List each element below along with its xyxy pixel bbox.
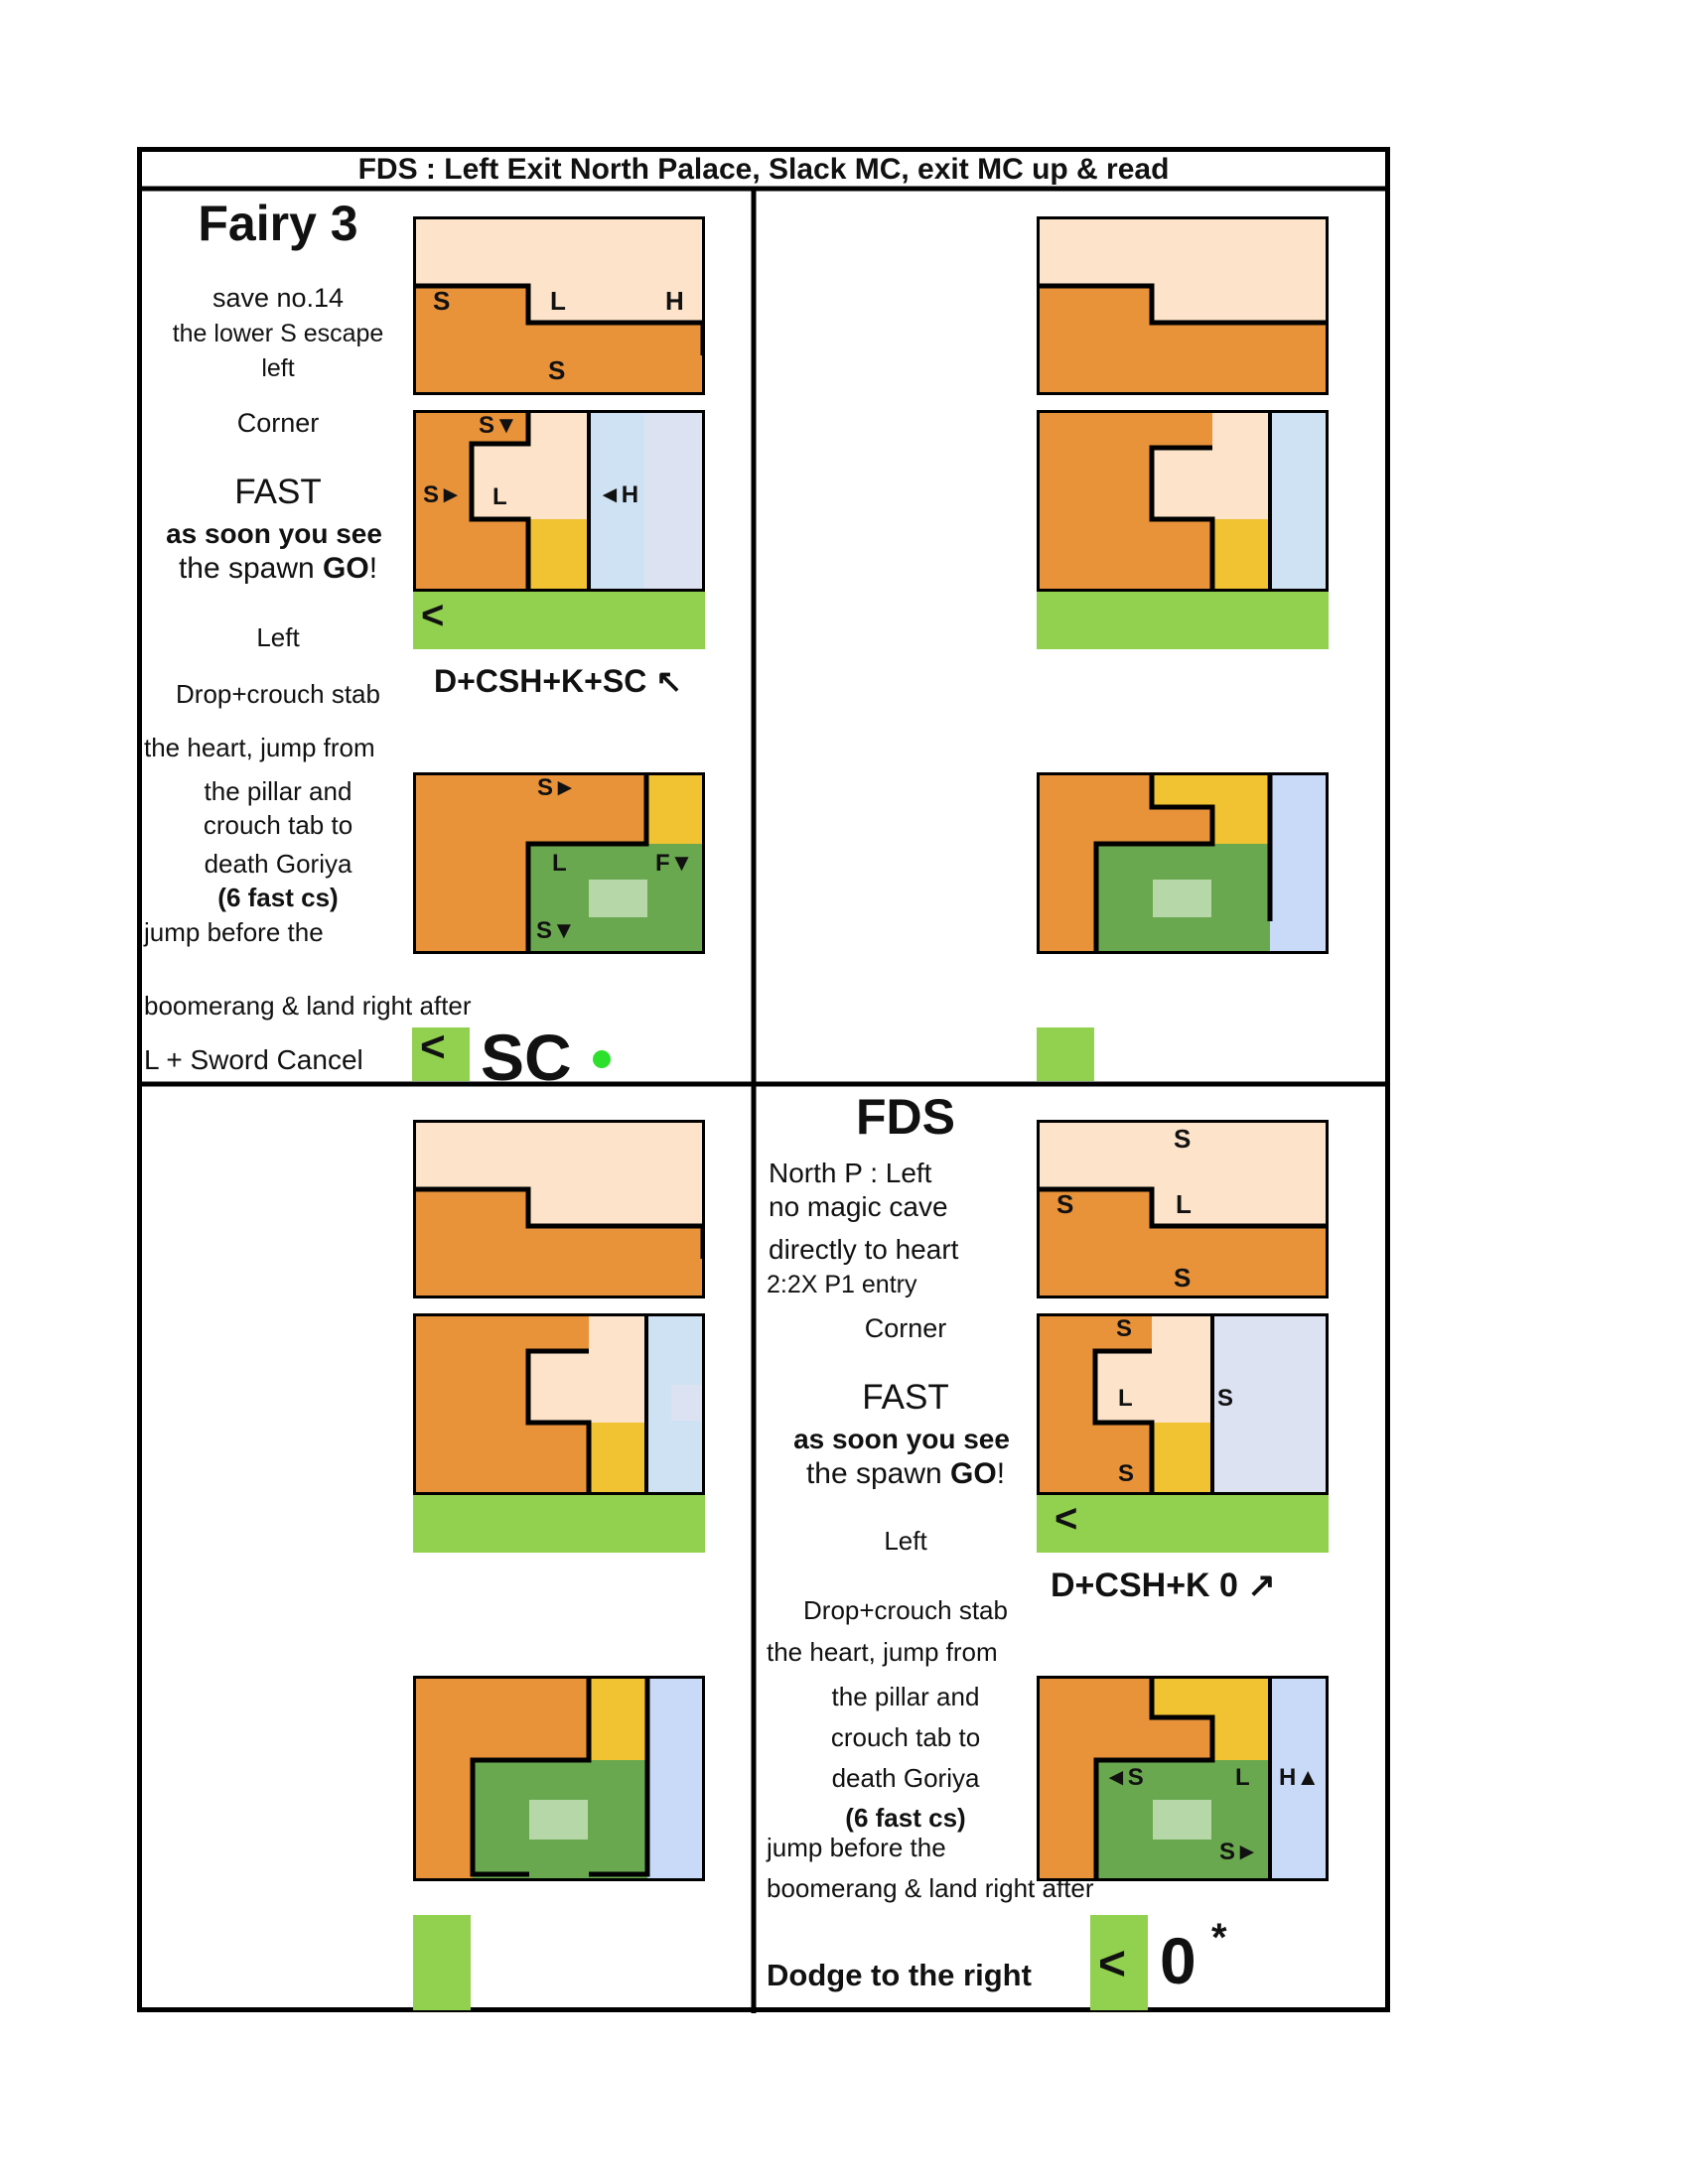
fairy-marker: F▼: [655, 850, 694, 877]
room-map: [413, 1120, 705, 1298]
link-marker: L: [492, 483, 507, 510]
spawn-marker: S: [433, 286, 451, 316]
step-line: the pillar and: [831, 1682, 980, 1711]
spawn-marker: S►: [537, 774, 577, 801]
direction-cell: [413, 1915, 471, 2010]
instruction-line: as soon you see: [166, 518, 382, 549]
spawn-marker: S: [1118, 1460, 1135, 1487]
heart-marker: H▲: [1279, 1764, 1321, 1791]
spawn-marker: S: [1174, 1124, 1192, 1154]
heart-marker: H: [665, 286, 684, 316]
direction-label: Left: [256, 622, 300, 652]
link-marker: L: [550, 286, 566, 316]
status-dot: [593, 1050, 611, 1068]
spawn-text: the spawn: [178, 552, 315, 585]
direction-cell: <: [1090, 1915, 1148, 2010]
bang-text: !: [996, 1457, 1006, 1490]
spawn-marker: S▼: [536, 917, 576, 944]
route-line: directly to heart: [769, 1234, 959, 1265]
spawn-marker: S: [1056, 1189, 1074, 1219]
spawn-marker: S►: [1219, 1839, 1259, 1865]
room-map: S L S S: [1037, 1313, 1329, 1495]
direction-label: Left: [884, 1526, 927, 1556]
spawn-marker: S: [1217, 1385, 1234, 1412]
room-map: S L H S: [413, 216, 705, 395]
spawn-marker: S: [1116, 1315, 1133, 1342]
instruction-line: the spawn GO!: [179, 554, 377, 584]
note-line: left: [261, 354, 295, 382]
room-map: [1037, 410, 1329, 592]
step-line: the heart, jump from: [767, 1637, 998, 1667]
go-text: GO: [323, 552, 369, 585]
fast-label: FAST: [234, 473, 322, 511]
star-marker: *: [1211, 1916, 1227, 1960]
room-map: [413, 1313, 705, 1495]
bang-text: !: [368, 552, 378, 585]
step-line: jump before the: [767, 1833, 946, 1862]
spawn-marker: S▼: [479, 412, 518, 439]
room-map: S S L S: [1037, 1120, 1329, 1298]
step-line: Drop+crouch stab: [176, 679, 380, 709]
save-label: save no.14: [211, 283, 345, 313]
left-arrow: <: [1098, 1938, 1127, 1990]
room-map: ◄S L H▲ S►: [1037, 1676, 1329, 1881]
step-line: death Goriya: [831, 1763, 980, 1793]
route-line: no magic cave: [769, 1191, 948, 1222]
page-title: FDS : Left Exit North Palace, Slack MC, …: [357, 153, 1170, 186]
section-title: FDS: [856, 1089, 955, 1145]
spawn-text: the spawn: [805, 1457, 942, 1490]
grid-frame: [137, 147, 1390, 2013]
section-title: Fairy 3: [198, 196, 358, 251]
spawn-marker: S►: [423, 481, 463, 508]
direction-cell: [1037, 1027, 1094, 1081]
link-marker: L: [1235, 1764, 1250, 1791]
step-line: jump before the: [144, 917, 324, 947]
step-line: crouch tab to: [203, 810, 353, 840]
step-line: Drop+crouch stab: [803, 1595, 1008, 1625]
direction-grid: [1037, 592, 1329, 649]
heart-marker: ◄H: [598, 481, 639, 508]
link-marker: L: [552, 850, 567, 877]
corner-label: Corner: [236, 408, 320, 438]
input-combo: D+CSH+K+SC ↖: [434, 663, 682, 699]
step-line: the pillar and: [204, 776, 352, 806]
instruction-line: as soon you see: [793, 1424, 1010, 1454]
room-map: S► L F▼ S▼: [413, 772, 705, 954]
spawn-marker: S: [1174, 1263, 1192, 1293]
step-line: crouch tab to: [830, 1722, 981, 1752]
left-arrow: <: [420, 1023, 446, 1071]
left-arrow: <: [421, 594, 445, 637]
room-map: S▼ S► L ◄H: [413, 410, 705, 592]
spawn-marker: S: [548, 355, 566, 385]
step-line: death Goriya: [204, 849, 352, 879]
sc-label: SC: [481, 1021, 572, 1094]
input-combo: D+CSH+K 0 ↗: [1051, 1567, 1276, 1604]
link-marker: L: [1176, 1189, 1192, 1219]
left-arrow: <: [1055, 1497, 1078, 1541]
direction-grid: <: [413, 592, 705, 649]
link-marker: L: [1118, 1385, 1133, 1412]
room-map: [413, 1676, 705, 1881]
zero-label: 0: [1160, 1924, 1196, 1997]
step-line: (6 fast cs): [845, 1803, 966, 1833]
cheat-sheet: FDS : Left Exit North Palace, Slack MC, …: [137, 147, 1390, 2013]
direction-cell: <: [412, 1023, 470, 1081]
step-line: (6 fast cs): [217, 883, 339, 912]
dodge-label: Dodge to the right: [767, 1958, 1032, 1992]
entry-label: 2:2X P1 entry: [767, 1271, 917, 1298]
cancel-label: L + Sword Cancel: [144, 1044, 363, 1075]
note-line: the lower S escape: [172, 320, 384, 347]
direction-grid: <: [1037, 1495, 1329, 1553]
go-text: GO: [950, 1457, 997, 1490]
spawn-marker: ◄S: [1104, 1764, 1144, 1791]
direction-grid: [413, 1495, 705, 1553]
route-line: North P : Left: [769, 1158, 932, 1188]
fast-label: FAST: [862, 1378, 949, 1417]
room-map: [1037, 772, 1329, 954]
step-line: the heart, jump from: [144, 733, 375, 762]
room-map: [1037, 216, 1329, 395]
step-line: boomerang & land right after: [144, 991, 472, 1021]
instruction-line: the spawn GO!: [806, 1459, 1005, 1489]
corner-label: Corner: [864, 1313, 947, 1343]
